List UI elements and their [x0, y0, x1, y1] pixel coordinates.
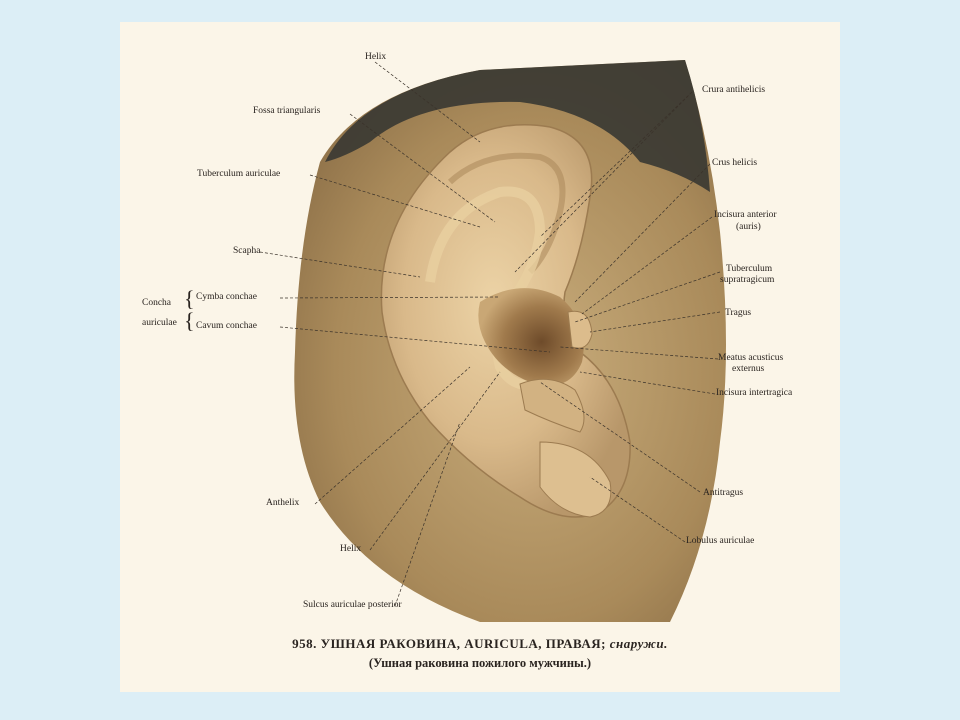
figure-caption-title: 958. УШНАЯ РАКОВИНА, AURICULA, ПРАВАЯ; с… [120, 636, 840, 652]
label-tuberculum-supratragicum: Tuberculum [726, 264, 773, 274]
hair [325, 60, 710, 192]
label-incisura-anterior-auris: (auris) [736, 222, 761, 232]
antihelix-ridge [425, 186, 546, 390]
brace-concha-lower: { [184, 308, 195, 333]
label-meatus-externus: externus [732, 364, 765, 374]
tragus [567, 310, 593, 349]
label-helix-bottom: Helix [340, 544, 362, 554]
label-tragus: Tragus [725, 308, 752, 318]
label-meatus-acusticus: Meatus acusticus [718, 353, 784, 363]
label-sulcus-auriculae-posterior: Sulcus auriculae posterior [303, 600, 402, 610]
scapha-groove [447, 152, 566, 275]
caption-main: 958. УШНАЯ РАКОВИНА, AURICULA, ПРАВАЯ; [292, 636, 607, 651]
label-incisura-intertragica: Incisura intertragica [716, 388, 793, 398]
label-concha: Concha [142, 298, 172, 308]
brace-concha-upper: { [184, 286, 195, 311]
lobule [539, 441, 612, 518]
label-scapha: Scapha [233, 246, 261, 256]
label-incisura-anterior: Incisura anterior [714, 210, 777, 220]
label-lobulus-auriculae: Lobulus auriculae [686, 536, 755, 546]
leader-lines [259, 61, 721, 607]
label-crura-antihelicis: Crura antihelicis [702, 85, 766, 95]
label-crus-helicis: Crus helicis [712, 158, 758, 168]
label-auriculae: auriculae [142, 318, 177, 328]
figure-caption-subtitle: (Ушная раковина пожилого мужчины.) [368, 656, 592, 670]
antitragus [519, 378, 585, 433]
label-anthelix: Anthelix [266, 498, 300, 508]
label-antitragus: Antitragus [703, 488, 744, 498]
label-cymba-conchae: Cymba conchae [196, 292, 257, 302]
label-cavum-conchae: Cavum conchae [196, 321, 257, 331]
label-helix-top: Helix [365, 52, 387, 62]
label-tuberculum-auriculae: Tuberculum auriculae [197, 169, 281, 179]
figure-page: Helix Crura antihelicis Fossa triangular… [120, 22, 840, 692]
ear-illustration [259, 60, 726, 622]
label-fossa-triangularis: Fossa triangularis [253, 106, 321, 116]
concha [478, 288, 584, 386]
label-tuberculum-supratragicum-2: supratragicum [720, 275, 775, 285]
caption-italic: снаружи. [609, 636, 668, 651]
